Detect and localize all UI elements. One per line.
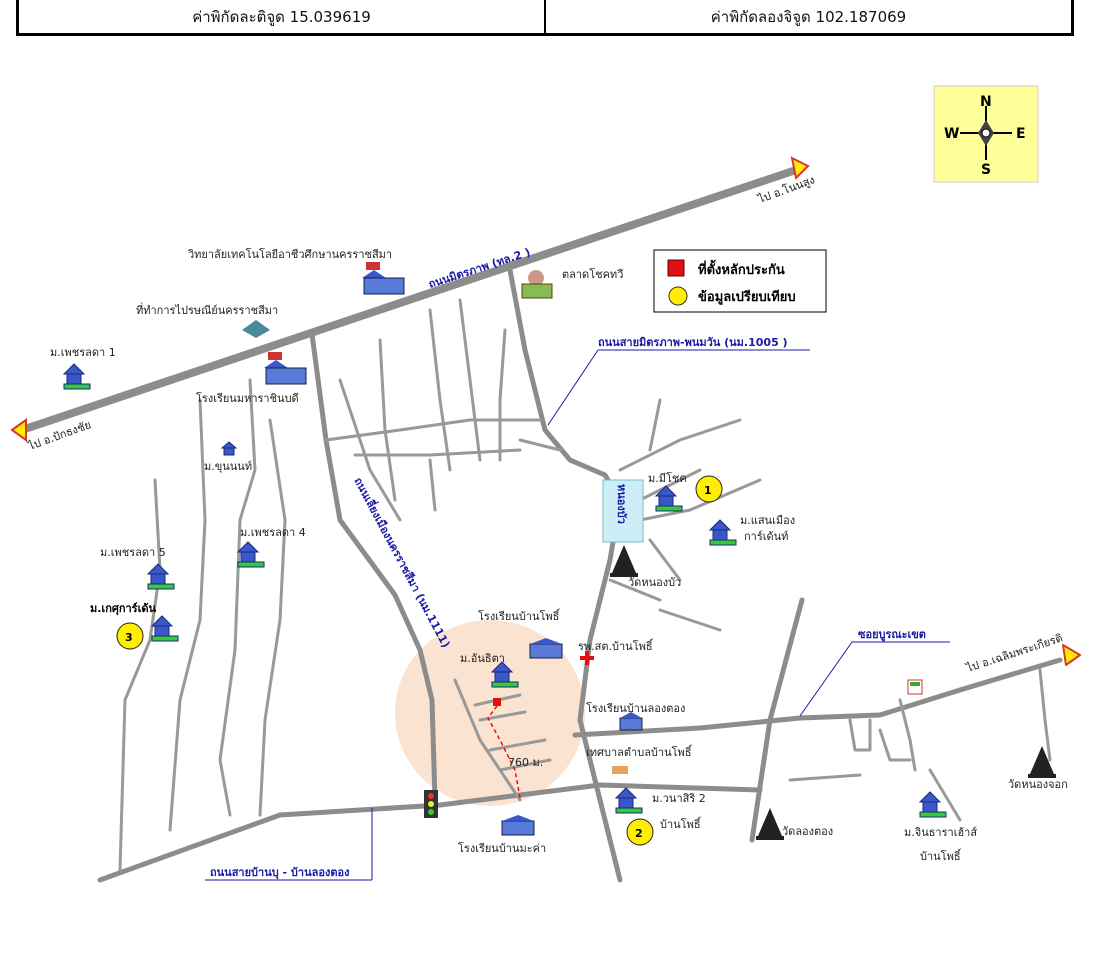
nong-bua-label: หนองบัว: [615, 484, 628, 524]
label-jintarawan: ม.จินธาราเฮ้าส์: [904, 826, 977, 839]
label-post-office: ที่ทำการไปรษณีย์นครราชสีมา: [136, 302, 278, 317]
house-icon: [146, 563, 175, 590]
school-icons: [242, 262, 923, 836]
label-school-mahasarakham: โรงเรียนมหาราชินบดี: [196, 391, 299, 405]
municipality-icon: [612, 766, 628, 774]
arrow-right-noen-sung: [790, 156, 810, 181]
svg-text:3: 3: [125, 631, 133, 644]
legend-comparable-swatch: [668, 286, 688, 306]
school-icon: [619, 712, 643, 731]
direction-chaloem-phra-kiat: ไป อ.เฉลิมพระเกียรติ: [964, 631, 1064, 675]
nong-bua-pond: [602, 479, 644, 543]
longitude-cell: ค่าพิกัดลองจิจูด 102.187069: [544, 0, 1071, 33]
house-icon: [918, 791, 947, 818]
comparable-marker-1: 1: [695, 475, 723, 503]
post-office-icon: [242, 320, 270, 338]
svg-text:1: 1: [704, 484, 712, 497]
minor-roads: [118, 298, 1052, 872]
compass-south: S: [981, 162, 991, 178]
house-icon: [708, 519, 737, 546]
temple-icon: [756, 808, 784, 840]
compass-east: E: [1016, 126, 1026, 142]
arrow-left-pak-thong-chai: [10, 418, 27, 442]
house-icon: [220, 441, 238, 456]
label-kasetgarden: ม.เกศุการ์เด้น: [90, 602, 156, 616]
label-jintarawan2: บ้านโพธิ์: [920, 848, 962, 863]
hospital-icon: [580, 651, 594, 665]
label-market: ตลาดโชคทวี: [562, 267, 623, 281]
house-icon: [150, 615, 179, 642]
label-hospital: รพ.สต.บ้านโพธิ์: [578, 638, 654, 653]
legend: ที่ตั้งหลักประกัน ข้อมูลเปรียบเทียบ: [653, 249, 827, 313]
compass-rose: N S E W: [933, 85, 1039, 183]
label-wat-nong-bua: วัดหนองบัว: [628, 576, 681, 589]
shop-icon: [907, 679, 923, 695]
vicinity-circle: [395, 620, 585, 806]
comparable-marker-2: 2: [626, 818, 654, 846]
latitude-cell: ค่าพิกัดละติจูด 15.039619: [192, 7, 371, 26]
house-icon: [236, 541, 265, 568]
road-label-ban-bu: ถนนสายบ้านบุ - บ้านลองตอง: [210, 866, 349, 880]
road-label-mittraphap: ถนนมิตรภาพ (ทล.2 ): [427, 246, 532, 291]
school-icon: [529, 638, 563, 659]
label-sanmuang: ม.แสนเมือง: [740, 514, 795, 527]
label-michok: ม.มีโชค: [648, 471, 687, 485]
svg-text:2: 2: [635, 827, 643, 840]
secondary-roads: [97, 267, 1081, 883]
label-wanasiri: ม.วนาสิริ 2: [652, 792, 706, 805]
road-pointer-1b: [547, 349, 599, 426]
coordinates-table: ค่าพิกัดละติจูด 15.039619 ค่าพิกัดลองจิจ…: [16, 0, 1074, 36]
school-icon: [501, 815, 535, 836]
house-icon: [62, 363, 91, 390]
house-icon: [490, 661, 519, 688]
label-phetlada4: ม.เพชรลดา 4: [240, 526, 306, 539]
compass-north: N: [980, 94, 992, 110]
compass-west: W: [944, 126, 959, 142]
temple-icons: [610, 545, 1056, 840]
house-icons: [62, 363, 947, 818]
house-icon: [654, 485, 683, 512]
label-khunnanth: ม.ขุนนนท์: [204, 460, 252, 473]
label-school-makha: โรงเรียนบ้านมะค่า: [458, 841, 546, 855]
label-school-long-tong: โรงเรียนบ้านลองตอง: [586, 701, 685, 715]
school-icon: [264, 352, 307, 385]
location-map[interactable]: หนองบัว ถนนมิตรภาพ (ทล.2 ) ถนนสายมิตรภาพ…: [0, 40, 1102, 964]
label-municipality: เทศบาลตำบลบ้านโพธิ์: [586, 744, 693, 759]
legend-collateral-swatch: [667, 259, 685, 277]
school-icon: [362, 262, 405, 295]
legend-comparable-label: ข้อมูลเปรียบเทียบ: [698, 289, 796, 305]
label-anthita: ม.อันธิตา: [460, 652, 505, 665]
label-phetlada5: ม.เพชรลดา 5: [100, 546, 166, 559]
collateral-marker: [493, 698, 501, 706]
label-phetlada1: ม.เพชรลดา 1: [50, 346, 116, 359]
route-dashed: [487, 705, 521, 799]
distance-label: 760 ม.: [508, 756, 543, 769]
road-label-mittraphap-phanomwan: ถนนสายมิตรภาพ-พนมวัน (นม.1005 ): [598, 336, 788, 349]
temple-icon: [1028, 746, 1056, 778]
market-icon: [521, 270, 553, 299]
house-icon: [614, 787, 643, 814]
label-wanasiri2: บ้านโพธิ์: [660, 816, 702, 831]
label-school-ban-pho: โรงเรียนบ้านโพธิ์: [478, 608, 561, 623]
label-wat-nong-jok: วัดหนองจอก: [1008, 778, 1068, 791]
label-wat-long-tong: วัดลองตอง: [782, 825, 833, 838]
road-label-soi-buranakhet: ซอยบูรณะเขต: [858, 628, 926, 642]
road-label-bypass: ถนนเลี่ยงเมืองนครราชสีมา (นม.1111): [351, 474, 454, 650]
label-sanmuang2: การ์เด้นท์: [744, 530, 788, 543]
comparable-marker-3: 3: [116, 622, 144, 650]
main-road-mittraphap: [18, 166, 800, 434]
road-pointer-3b: [799, 641, 853, 717]
label-college: วิทยาลัยเทคโนโลยีอาชีวศึกษานครราชสีมา: [187, 247, 392, 261]
temple-icon: [610, 545, 638, 577]
legend-collateral-label: ที่ตั้งหลักประกัน: [698, 259, 785, 278]
traffic-light-icon: [424, 790, 438, 818]
